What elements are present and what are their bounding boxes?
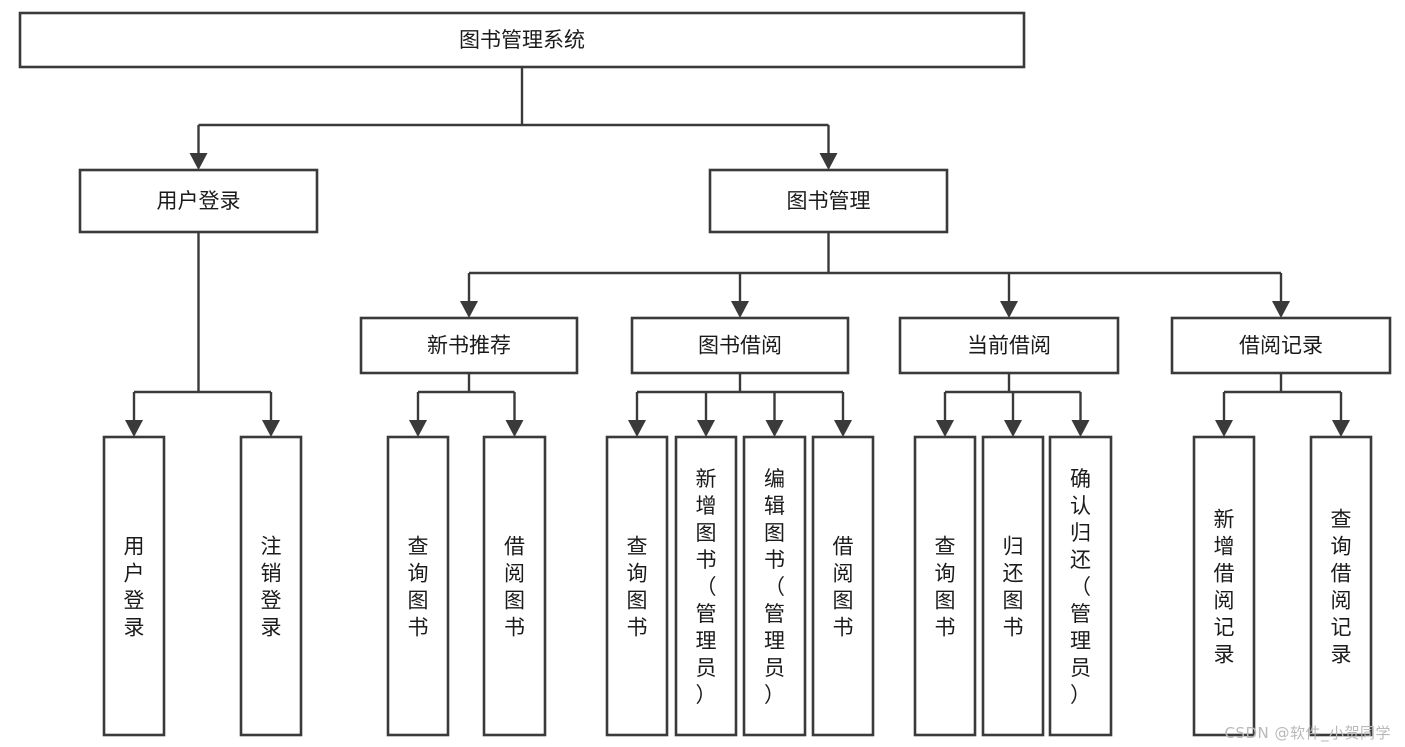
connector-layer (125, 67, 1350, 437)
arrow-head-icon (834, 420, 852, 437)
node-label: 用户登录 (124, 535, 145, 640)
node-leaf-query-book-recommend[interactable]: 查询图书 (386, 435, 450, 737)
arrow-head-icon (1272, 301, 1290, 318)
node-label: 确认归还（管理员） (1070, 467, 1091, 707)
arrow-head-icon (1004, 420, 1022, 437)
connector-group-borrow-record (1215, 373, 1350, 437)
arrow-head-icon (628, 420, 646, 437)
node-label: 归还图书 (1003, 535, 1024, 640)
node-label: 新增图书（管理员） (696, 467, 717, 707)
arrow-head-icon (819, 153, 838, 170)
node-borrow-record[interactable]: 借阅记录 (1170, 316, 1392, 375)
node-label: 编辑图书（管理员） (764, 467, 785, 707)
node-root[interactable]: 图书管理系统 (18, 11, 1026, 69)
node-leaf-return-book[interactable]: 归还图书 (981, 435, 1045, 737)
arrow-head-icon (731, 301, 749, 318)
node-label: 查询借阅记录 (1331, 508, 1352, 667)
arrow-head-icon (697, 420, 715, 437)
node-label: 借阅记录 (1239, 334, 1323, 358)
node-label: 用户登录 (157, 189, 241, 213)
node-leaf-query-book-borrow[interactable]: 查询图书 (605, 435, 669, 737)
node-leaf-query-borrow-record[interactable]: 查询借阅记录 (1309, 435, 1373, 737)
node-leaf-logout[interactable]: 注销登录 (239, 435, 303, 737)
connector-group-book-management (460, 232, 1290, 318)
node-leaf-edit-book[interactable]: 编辑图书（管理员） (742, 435, 807, 737)
connector-group-current-borrow (936, 373, 1090, 437)
connector-group-book-borrow (628, 373, 852, 437)
arrow-head-icon (1215, 420, 1233, 437)
node-leaf-confirm-return[interactable]: 确认归还（管理员） (1048, 435, 1113, 737)
node-label: 新书推荐 (427, 334, 511, 358)
arrow-head-icon (936, 420, 954, 437)
connector-group-new-book-recommend (409, 373, 524, 437)
node-label: 查询图书 (627, 535, 648, 640)
connector-group-root (189, 67, 838, 170)
arrow-head-icon (460, 301, 478, 318)
node-label: 新增借阅记录 (1214, 508, 1235, 667)
node-label: 图书管理 (787, 189, 871, 213)
node-label: 查询图书 (408, 535, 429, 640)
node-leaf-add-borrow-record[interactable]: 新增借阅记录 (1192, 435, 1256, 737)
node-leaf-borrow-book-recommend[interactable]: 借阅图书 (482, 435, 547, 737)
node-user-login[interactable]: 用户登录 (78, 168, 319, 234)
node-label: 借阅图书 (504, 535, 525, 640)
watermark-label: CSDN @软件_小贺同学 (1224, 724, 1391, 742)
node-book-management[interactable]: 图书管理 (708, 168, 949, 234)
arrow-head-icon (409, 420, 427, 437)
node-label: 借阅图书 (833, 535, 854, 640)
node-leaf-user-login[interactable]: 用户登录 (102, 435, 166, 737)
arrow-head-icon (505, 420, 524, 437)
arrow-head-icon (1332, 420, 1350, 437)
node-label: 注销登录 (261, 535, 282, 640)
node-new-book-recommend[interactable]: 新书推荐 (359, 316, 579, 375)
arrow-head-icon (1000, 301, 1018, 318)
arrow-head-icon (189, 153, 208, 170)
node-label: 当前借阅 (967, 334, 1051, 358)
arrow-head-icon (765, 420, 784, 437)
node-label: 图书借阅 (698, 334, 782, 358)
arrow-head-icon (1071, 420, 1090, 437)
node-book-borrow[interactable]: 图书借阅 (630, 316, 850, 375)
node-label: 图书管理系统 (459, 28, 585, 52)
connector-group-user-login (125, 232, 280, 437)
node-layer: 图书管理系统用户登录图书管理新书推荐图书借阅当前借阅借阅记录用户登录注销登录查询… (18, 11, 1392, 737)
node-label: 查询图书 (935, 535, 956, 640)
arrow-head-icon (125, 420, 143, 437)
node-current-borrow[interactable]: 当前借阅 (898, 316, 1120, 375)
arrow-head-icon (262, 420, 280, 437)
node-leaf-borrow-book[interactable]: 借阅图书 (811, 435, 875, 737)
node-leaf-add-book[interactable]: 新增图书（管理员） (674, 435, 738, 737)
node-leaf-query-book-current[interactable]: 查询图书 (913, 435, 977, 737)
